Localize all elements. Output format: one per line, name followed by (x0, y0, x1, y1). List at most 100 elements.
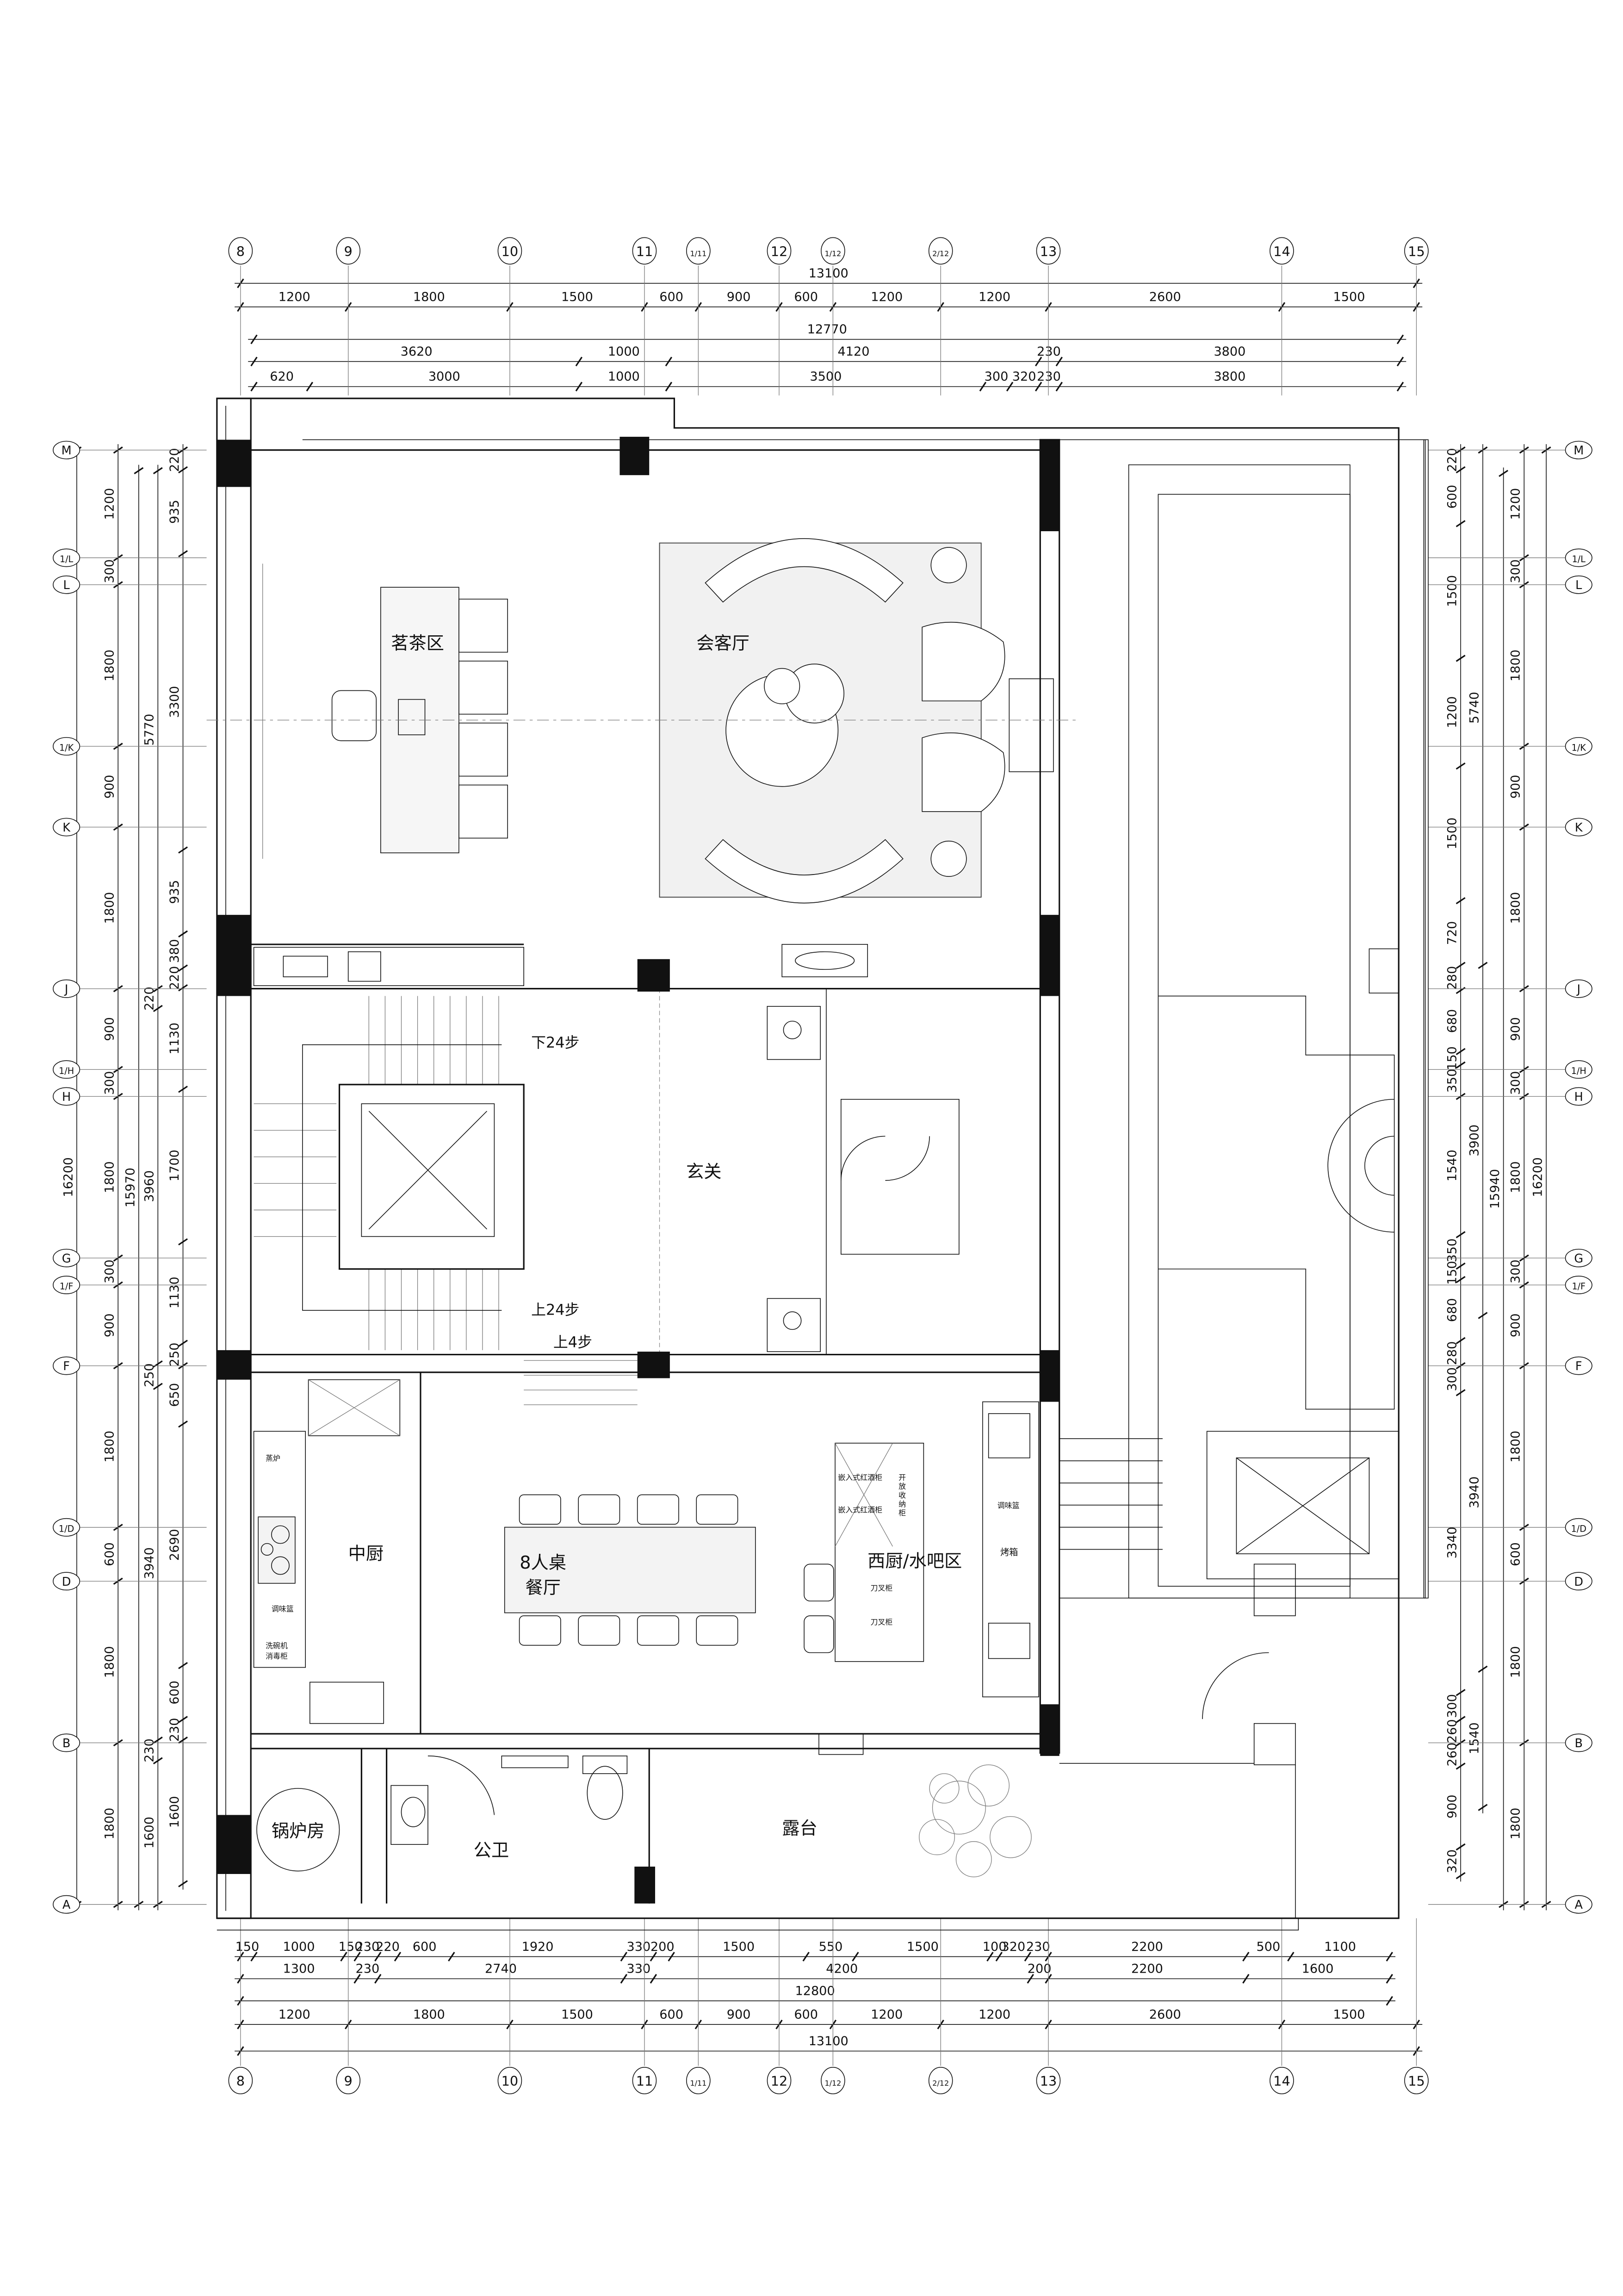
grid-bubble-label: 12 (771, 2073, 788, 2089)
dimension-value: 300 (1509, 1071, 1523, 1095)
dimension-value: 300 (1445, 1694, 1460, 1718)
dimension-value: 1100 (1324, 1940, 1356, 1954)
dimension-value: 3800 (1214, 345, 1245, 359)
dimension-value: 280 (1445, 1341, 1460, 1365)
dimension-value: 720 (1445, 921, 1460, 945)
fixture-spice-basket-2: 调味篮 (997, 1501, 1020, 1510)
dimension-value: 1800 (103, 1161, 117, 1193)
grid-bubble-label: 1/D (1571, 1523, 1586, 1534)
grid-bubble-label: L (1575, 578, 1582, 592)
chinese-kitchen: 蒸炉 调味篮 洗碗机 消毒柜 中厨 (253, 1379, 401, 1724)
dimension-value: 5740 (1467, 692, 1481, 724)
dimension-value: 300 (1445, 1367, 1460, 1391)
grid-bubble (1565, 1087, 1592, 1106)
dimension-value: 200 (650, 1940, 675, 1954)
dimension-value: 230 (142, 1738, 157, 1762)
grid-bubble-label: D (62, 1575, 71, 1589)
dimension-value: 150 (235, 1940, 260, 1954)
grid-bubble-label: 1/K (59, 742, 74, 753)
grid-bubble (686, 2066, 711, 2094)
grid-bubble-label: 13 (1040, 2073, 1057, 2089)
dimension-value: 4200 (826, 1962, 858, 1976)
living-room: 会客厅 (206, 538, 1078, 904)
dimension-value: 1200 (979, 290, 1010, 304)
grid-bubble (632, 237, 657, 265)
grid-bubble (53, 441, 81, 459)
grid-bubble (1565, 1518, 1592, 1537)
grid-bubble-label: 8 (236, 243, 245, 259)
dimension-value: 935 (167, 880, 182, 904)
dimension-value: 1000 (608, 370, 640, 384)
grid-bubble (632, 2066, 657, 2094)
grid-bubble (228, 2066, 253, 2094)
dimension-total: 13100 (809, 2034, 849, 2048)
dimension-value: 220 (1445, 448, 1460, 472)
grid-bubble-label: 14 (1273, 2073, 1290, 2089)
dimension-value: 600 (659, 2007, 683, 2022)
dimension-value: 4120 (838, 345, 870, 359)
room-label-dining: 餐厅 (525, 1577, 561, 1598)
dimension-total: 13100 (809, 267, 849, 281)
dimension-value: 1000 (608, 345, 640, 359)
grid-bubble (1565, 737, 1592, 756)
grid-bubble-label: 10 (502, 2073, 519, 2089)
grid-bubble (1036, 237, 1061, 265)
dining-chair (637, 1615, 679, 1646)
room-label-wc: 公卫 (474, 1840, 509, 1861)
room-label-terrace: 露台 (782, 1818, 818, 1839)
room-label-kitchen: 中厨 (348, 1544, 384, 1564)
grid-bubble (1565, 1356, 1592, 1375)
stair-label-up-4: 上4步 (553, 1334, 592, 1351)
dimension-value: 550 (819, 1940, 843, 1954)
dimension-value: 1800 (1509, 650, 1523, 682)
dimension-layer: 13100 1200 1800 1500 600 900 600 1200 1200 2600 15… (61, 267, 1551, 2056)
dimension-value: 1130 (167, 1023, 182, 1055)
dimension-value: 3940 (142, 1547, 157, 1579)
grid-bubble (1565, 1572, 1592, 1591)
fixture-open-storage-char: 纳 (898, 1500, 906, 1508)
dimension-total: 12800 (795, 1984, 835, 1998)
grid-bubble-label: B (1575, 1737, 1583, 1750)
dimension-value: 620 (270, 370, 294, 384)
dimension-value: 1200 (279, 290, 310, 304)
grid-bubble-label: J (1576, 982, 1580, 996)
grid-bubble (53, 1518, 81, 1537)
dimension-value: 600 (794, 290, 818, 304)
grid-bubble-label: L (63, 578, 70, 592)
dining-chair (696, 1615, 738, 1646)
dimension-value: 650 (167, 1383, 182, 1407)
dimension-value: 900 (103, 1313, 117, 1337)
room-label-living-room: 会客厅 (696, 633, 750, 654)
dimension-value: 230 (167, 1718, 182, 1742)
dimension-value: 2600 (1149, 2007, 1181, 2022)
dimension-value: 900 (727, 290, 751, 304)
dimension-value: 600 (103, 1542, 117, 1566)
fixture-sterilizer: 消毒柜 (266, 1651, 288, 1660)
room-label-west-kitchen: 西厨/水吧区 (867, 1551, 962, 1572)
dimension-value: 220 (142, 987, 157, 1011)
grid-bubble (53, 1733, 81, 1752)
dimension-value: 1500 (561, 290, 593, 304)
dimension-value: 600 (1509, 1542, 1523, 1566)
fixture-open-storage-char: 开 (898, 1473, 906, 1482)
fixture-spice-basket: 调味篮 (272, 1604, 294, 1613)
dimension-value: 3300 (167, 686, 182, 718)
dimension-tick (1386, 1996, 1393, 2006)
dimension-value: 1600 (1302, 1962, 1334, 1976)
dimension-value: 350 (1445, 1238, 1460, 1262)
dimension-value: 1800 (103, 1431, 117, 1463)
dimension-tick (1396, 335, 1404, 344)
dimension-value: 1200 (1445, 696, 1460, 728)
dimension-value: 900 (727, 2007, 751, 2022)
grid-bubble-label: 1/L (1572, 554, 1586, 565)
grid-bubble-label: 1/11 (690, 2079, 706, 2088)
dimension-value: 300 (1509, 1260, 1523, 1284)
dimension-value: 300 (103, 559, 117, 583)
grid-bubble (53, 1060, 81, 1079)
dimension-value: 1540 (1467, 1722, 1481, 1754)
dimension-value: 1800 (1509, 1808, 1523, 1840)
stair-label-up: 上24步 (531, 1301, 579, 1318)
grid-bubble-label: K (1575, 821, 1583, 835)
